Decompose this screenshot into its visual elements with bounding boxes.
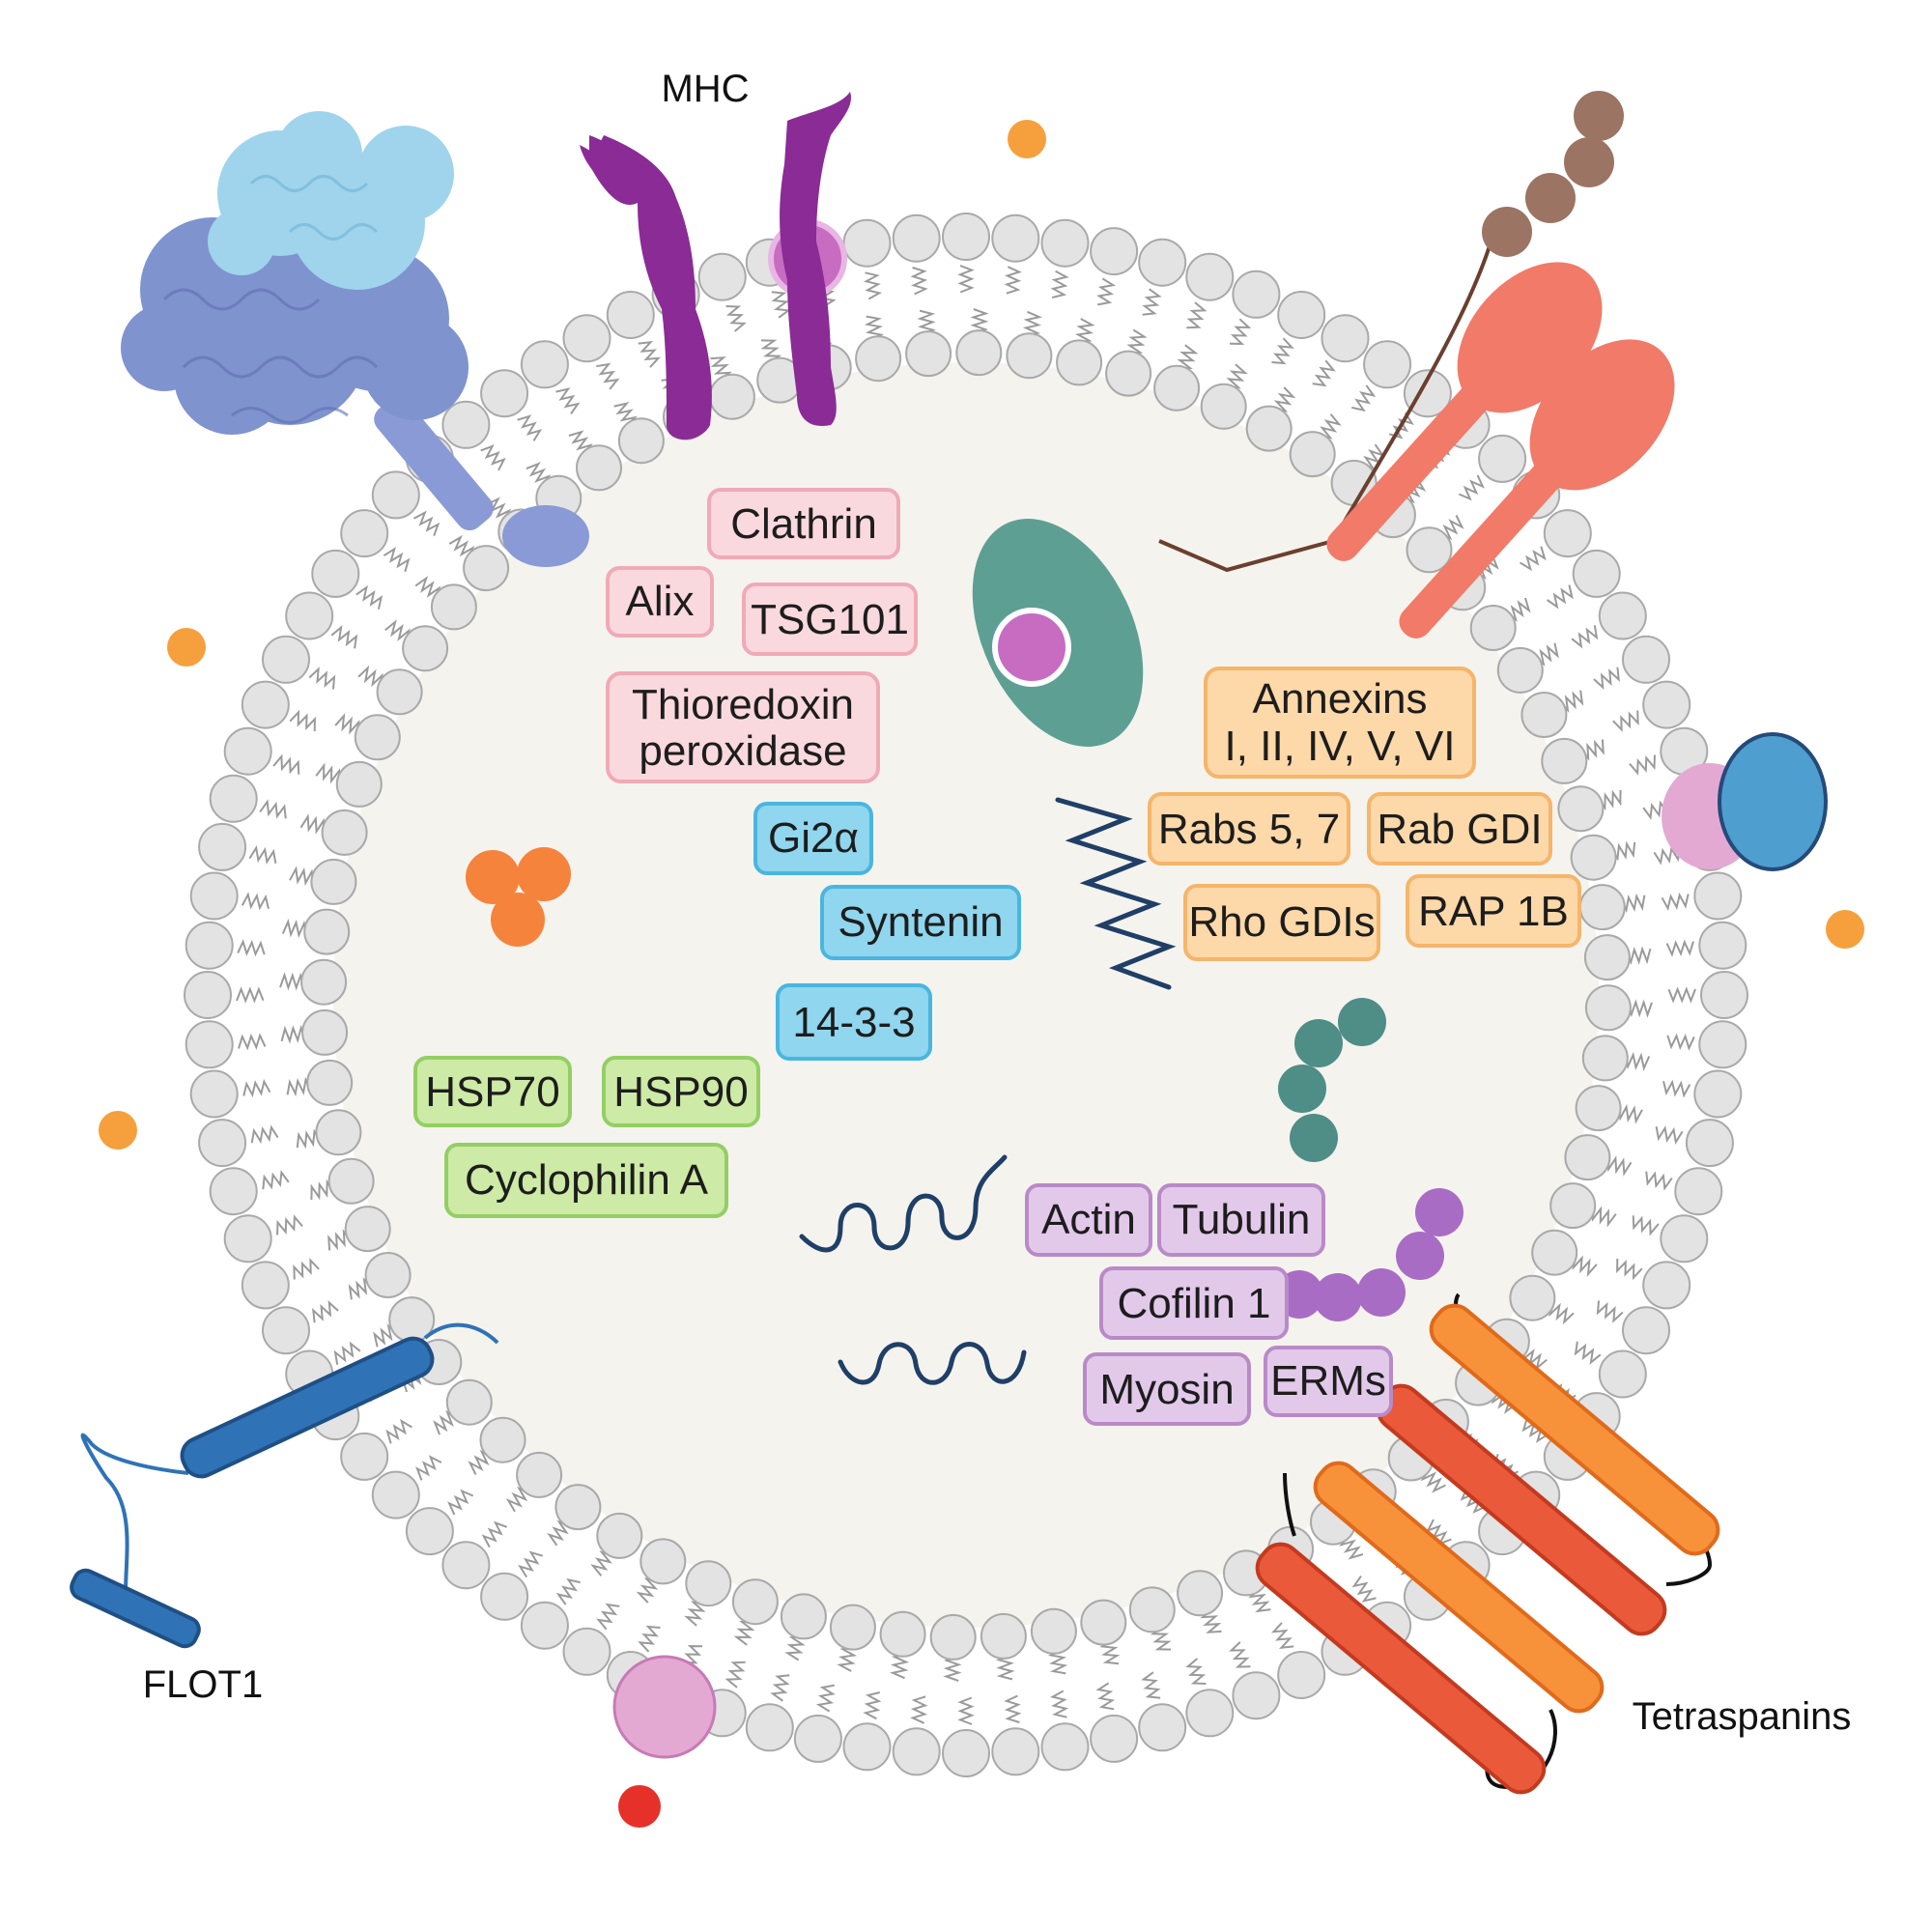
gi2a-box <box>753 802 873 875</box>
bead-chain-receptor <box>1158 91 1624 573</box>
actin-label: Actin <box>1041 1196 1136 1243</box>
tsg101-label: TSG101 <box>751 596 909 643</box>
tubulin-box <box>1157 1183 1325 1257</box>
tubulin-label: Tubulin <box>1173 1196 1311 1243</box>
rna-strands <box>799 797 1177 1385</box>
mhc-molecule <box>580 92 851 440</box>
mhc-label: MHC <box>661 68 749 110</box>
annexins-box <box>1204 667 1476 779</box>
hsp90-box <box>602 1056 760 1127</box>
gi2a-label: Gi2α <box>768 814 859 862</box>
flot1-protein <box>70 1322 499 1649</box>
rhogdis-label: Rho GDIs <box>1188 898 1375 946</box>
clathrin-label: Clathrin <box>730 500 877 548</box>
rap1b-box <box>1406 874 1581 948</box>
cyclophilin-box <box>444 1143 728 1218</box>
thioredoxin-label-line1: Thioredoxin <box>632 681 854 728</box>
rhogdis-box <box>1183 884 1380 961</box>
clathrin-box <box>707 488 900 559</box>
tsg101-box <box>742 582 918 656</box>
p1433-label: 14-3-3 <box>792 999 915 1046</box>
membrane-lipid-particles <box>612 1655 717 1828</box>
rabs-label: Rabs 5, 7 <box>1158 806 1340 853</box>
teal-bead-chain <box>1278 998 1386 1162</box>
tetraspanin-proteins <box>1255 1292 1720 1795</box>
tetraspanins-label: Tetraspanins <box>1633 1695 1852 1738</box>
thioredoxin-box <box>606 671 880 783</box>
hsp70-box <box>413 1056 572 1127</box>
rabgdi-box <box>1367 792 1552 866</box>
erms-box <box>1264 1346 1393 1417</box>
cofilin-box <box>1099 1266 1289 1340</box>
lumen-protein-labels: Clathrin Alix TSG101 Thioredoxin peroxid… <box>413 488 1581 1426</box>
myosin-label: Myosin <box>1099 1366 1234 1413</box>
annexins-label-line2: I, II, IV, V, VI <box>1225 723 1456 770</box>
globular-protein-complex <box>121 111 589 567</box>
rabgdi-label: Rab GDI <box>1377 806 1542 853</box>
alix-label: Alix <box>626 578 695 625</box>
annexins-label-line1: Annexins <box>1252 675 1427 723</box>
hsp90-label: HSP90 <box>613 1068 748 1116</box>
membrane-ovals <box>1662 732 1828 871</box>
erms-label: ERMs <box>1270 1357 1386 1405</box>
hsp70-label: HSP70 <box>425 1068 559 1116</box>
alix-box <box>606 566 714 638</box>
cofilin-label: Cofilin 1 <box>1118 1280 1271 1327</box>
syntenin-label: Syntenin <box>838 898 1003 946</box>
salmon-receptors <box>1326 262 1675 639</box>
syntenin-box <box>820 885 1021 960</box>
flot1-label: FLOT1 <box>143 1663 263 1706</box>
myosin-box <box>1083 1352 1251 1426</box>
rabs-box <box>1148 792 1350 866</box>
cyclophilin-label: Cyclophilin A <box>465 1156 709 1204</box>
orange-particle-cluster <box>466 847 571 947</box>
orange-lipid-dots <box>99 120 1864 1150</box>
p1433-box <box>776 983 932 1061</box>
teal-vesicle-body <box>972 519 1144 747</box>
thioredoxin-label-line2: peroxidase <box>639 727 846 775</box>
rap1b-label: RAP 1B <box>1418 888 1569 935</box>
actin-box <box>1025 1183 1152 1257</box>
